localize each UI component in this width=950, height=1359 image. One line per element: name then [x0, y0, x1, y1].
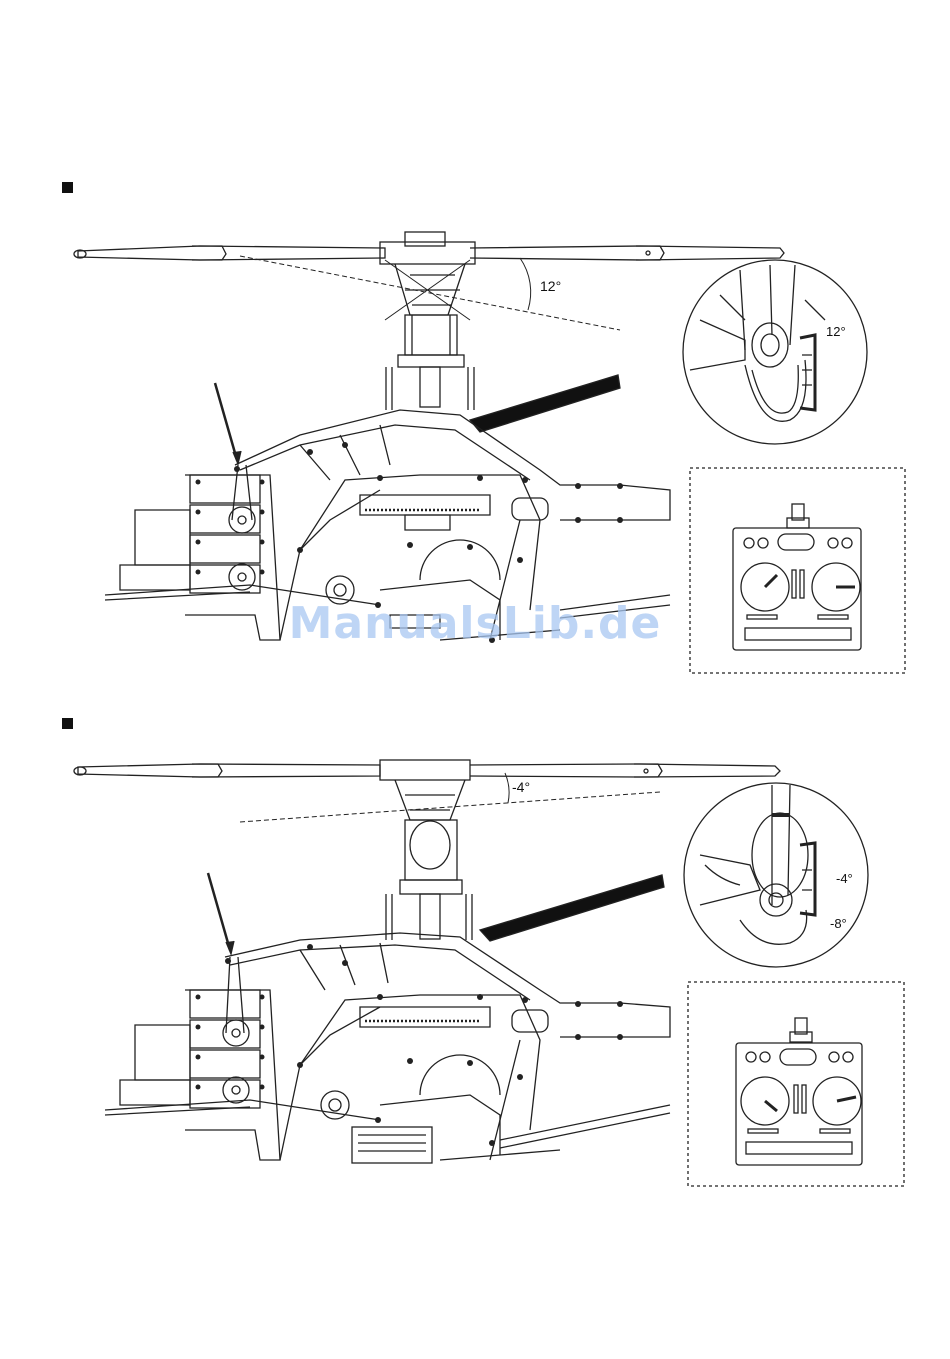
- tail-boom: [470, 375, 620, 432]
- section-bullet-top: [62, 182, 73, 193]
- pitch-angle-label-top: 12°: [540, 278, 561, 294]
- pitch-angle-label-bottom: -4°: [512, 779, 530, 795]
- tail-boom: [480, 875, 664, 941]
- rotor-head: [380, 232, 475, 410]
- detail-angle-label-bottom-1: -4°: [836, 871, 853, 886]
- servo-horns: [229, 465, 255, 590]
- frame-screws: [196, 442, 624, 643]
- frame: [105, 933, 670, 1163]
- helicopter-diagram-top: 12° 12°: [0, 220, 950, 690]
- servo-horns: [223, 957, 249, 1103]
- main-rotor-blade: [74, 764, 780, 777]
- pitch-reference-line: [240, 256, 620, 330]
- transmitter-bottom: [688, 982, 904, 1186]
- detail-circle-top: [683, 260, 867, 444]
- detail-angle-label-top: 12°: [826, 324, 846, 339]
- pointer-arrow: [215, 383, 237, 460]
- detail-angle-label-bottom-2: -8°: [830, 916, 847, 931]
- rotor-head: [380, 760, 472, 940]
- transmitter-top: [690, 468, 905, 673]
- helicopter-diagram-bottom: -4° -4° -8°: [0, 745, 950, 1215]
- pitch-reference-line: [240, 792, 660, 822]
- main-rotor-blade: [74, 246, 784, 260]
- frame: [105, 410, 670, 640]
- pointer-arrow: [208, 873, 230, 950]
- section-bullet-bottom: [62, 718, 73, 729]
